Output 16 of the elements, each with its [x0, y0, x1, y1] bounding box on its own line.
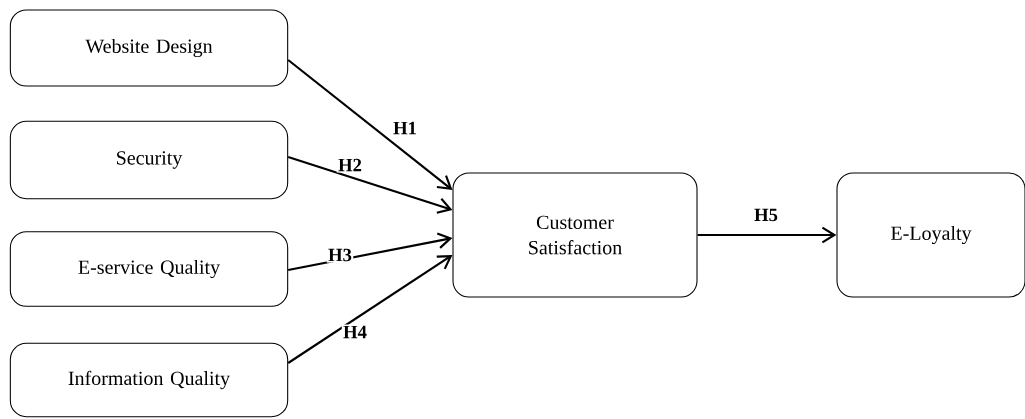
process-box: Website Design	[9, 9, 289, 87]
edge-label: H4	[341, 324, 369, 340]
edge-label: H1	[391, 120, 419, 136]
edge-label: H2	[336, 157, 364, 173]
process-box: Customer Satisfaction	[452, 172, 698, 298]
arrow	[287, 59, 453, 190]
arrow	[288, 232, 453, 272]
process-box: Security	[9, 120, 289, 200]
process-box: E-service Quality	[9, 231, 289, 307]
edge-label: H5	[752, 207, 780, 223]
arrow	[287, 156, 453, 214]
arrow	[287, 255, 453, 364]
arrow	[697, 226, 837, 244]
process-box: Information Quality	[9, 342, 289, 418]
edge-label: H3	[326, 247, 354, 263]
process-box: E-Loyalty	[836, 172, 1025, 298]
